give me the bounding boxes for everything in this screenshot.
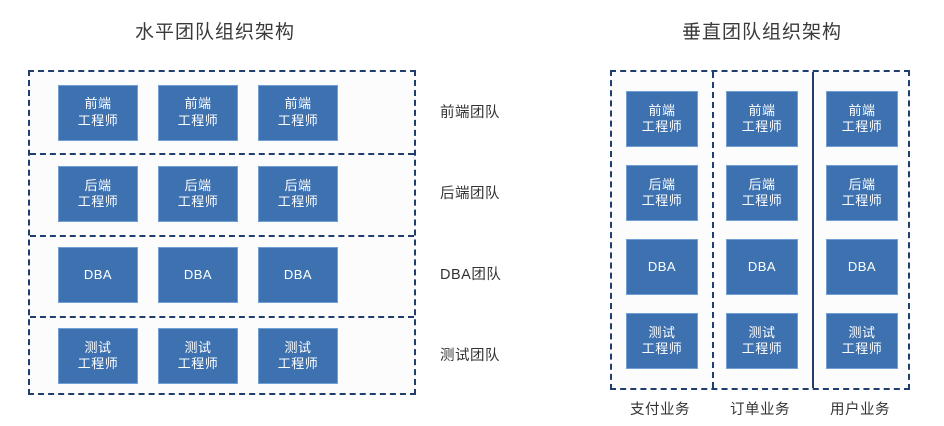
role-box[interactable]: 前端工程师 [258, 84, 338, 141]
role-box[interactable]: 前端工程师 [626, 91, 698, 147]
role-box-line2: 工程师 [641, 341, 683, 356]
role-box[interactable]: DBA [826, 239, 898, 295]
role-box[interactable]: 前端工程师 [726, 91, 798, 147]
role-box[interactable]: DBA [58, 247, 138, 304]
role-box-line1: 前端 [284, 96, 312, 112]
role-box[interactable]: 前端工程师 [58, 84, 138, 141]
role-box-line1: 测试 [748, 324, 776, 340]
team-row-divider [30, 153, 414, 156]
role-box[interactable]: 后端工程师 [258, 165, 338, 222]
role-box[interactable]: 后端工程师 [158, 165, 238, 222]
role-box-line2: 工程师 [277, 112, 319, 128]
role-box-line1: 测试 [84, 340, 112, 356]
role-box-line1: DBA [283, 267, 313, 282]
role-box-line1: 前端 [184, 96, 212, 112]
role-box-line2: 工程师 [841, 193, 883, 208]
role-box-line1: 前端 [748, 102, 776, 118]
team-row-label: 前端团队 [440, 104, 500, 121]
role-box-line1: DBA [747, 258, 777, 274]
role-box-line1: 测试 [848, 324, 876, 340]
role-box-line1: 后端 [184, 177, 212, 193]
role-box-line2: 工程师 [177, 112, 219, 128]
role-box[interactable]: 测试工程师 [258, 328, 338, 385]
role-box-line2: 工程师 [277, 356, 319, 372]
role-box-line1: DBA [183, 267, 213, 282]
role-box-line1: DBA [647, 258, 677, 274]
business-column-label: 订单业务 [730, 402, 790, 418]
role-box-line1: 测试 [284, 340, 312, 356]
role-box-line2: 工程师 [841, 119, 883, 134]
role-box-line1: DBA [847, 258, 877, 274]
role-box[interactable]: 测试工程师 [726, 313, 798, 369]
role-box-line1: DBA [83, 267, 113, 282]
role-box[interactable]: 前端工程师 [158, 84, 238, 141]
role-box-line1: 后端 [848, 176, 876, 192]
role-box[interactable]: 后端工程师 [726, 165, 798, 221]
business-col-divider [812, 72, 814, 388]
business-column-label: 用户业务 [830, 402, 890, 418]
role-box-line1: 后端 [84, 177, 112, 193]
role-box-line1: 后端 [648, 176, 676, 192]
role-box-line1: 测试 [648, 324, 676, 340]
role-box-line2: 工程师 [841, 341, 883, 356]
role-box[interactable]: 前端工程师 [826, 91, 898, 147]
role-box[interactable]: 测试工程师 [158, 328, 238, 385]
vertical-org-title: 垂直团队组织架构 [681, 22, 842, 43]
role-box-line2: 工程师 [641, 119, 683, 134]
role-box-line1: 前端 [84, 96, 112, 112]
role-box-line1: 前端 [848, 102, 876, 118]
role-box-line2: 工程师 [277, 193, 319, 209]
role-box-line2: 工程师 [177, 356, 219, 372]
horizontal-org-title: 水平团队组织架构 [134, 22, 295, 43]
team-row: DBA DBA DBA [30, 235, 414, 316]
team-row-label: DBA团队 [440, 267, 502, 284]
role-box-line2: 工程师 [641, 193, 683, 208]
role-box[interactable]: 测试工程师 [58, 328, 138, 385]
role-box[interactable]: 测试工程师 [826, 313, 898, 369]
role-box-line1: 前端 [648, 102, 676, 118]
team-row: 测试工程师测试工程师测试工程师 [30, 316, 414, 397]
role-box[interactable]: DBA [258, 247, 338, 304]
team-row: 后端工程师后端工程师后端工程师 [30, 153, 414, 234]
business-col-divider [712, 72, 714, 388]
role-box-line2: 工程师 [77, 356, 119, 372]
role-box-line2: 工程师 [741, 119, 783, 134]
role-box-line1: 测试 [184, 340, 212, 356]
role-box[interactable]: DBA [626, 239, 698, 295]
role-box[interactable]: 后端工程师 [826, 165, 898, 221]
role-box-line2: 工程师 [77, 193, 119, 209]
business-column-label: 支付业务 [630, 402, 690, 418]
team-row-divider [30, 315, 414, 318]
team-row: 前端工程师前端工程师前端工程师 [30, 72, 414, 153]
role-box[interactable]: DBA [158, 247, 238, 304]
role-box[interactable]: 测试工程师 [626, 313, 698, 369]
role-box-line1: 后端 [748, 176, 776, 192]
role-box[interactable]: 后端工程师 [58, 165, 138, 222]
role-box[interactable]: 后端工程师 [626, 165, 698, 221]
team-row-label: 后端团队 [440, 185, 500, 202]
vertical-org-panel: 垂直团队组织架构 [580, 0, 944, 426]
role-box-line2: 工程师 [77, 112, 119, 128]
team-row-label: 测试团队 [440, 348, 500, 365]
role-box-line1: 后端 [284, 177, 312, 193]
role-box-line2: 工程师 [741, 341, 783, 356]
role-box[interactable]: DBA [726, 239, 798, 295]
team-row-divider [30, 234, 414, 237]
role-box-line2: 工程师 [741, 193, 783, 208]
role-box-line2: 工程师 [177, 193, 219, 209]
